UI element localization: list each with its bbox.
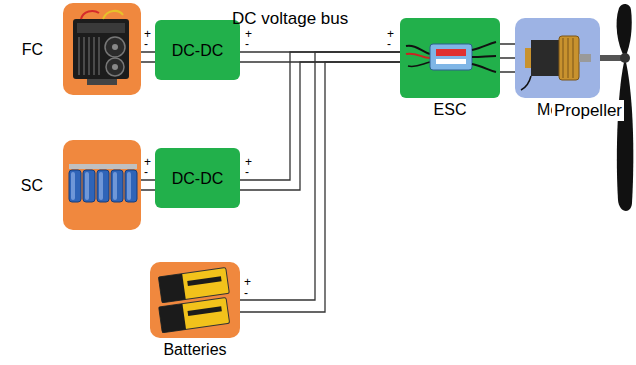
label-holder: Propeller [552, 100, 624, 121]
motor-picture [515, 18, 600, 98]
propeller-blade [617, 4, 632, 58]
converter-box: DC-DC [155, 148, 240, 208]
supercapacitor-picture [63, 140, 141, 230]
node-label: ESC [434, 100, 467, 119]
label-holder: - [244, 288, 248, 299]
motor-shaft [600, 55, 622, 61]
node-label: Batteries [163, 340, 226, 359]
node-label: DC-DC [172, 41, 224, 60]
polarity-sign: - [144, 39, 148, 50]
propeller-blade [617, 58, 633, 211]
label-holder: - [245, 39, 249, 50]
power-wire [141, 52, 155, 62]
node-label: DC-DC [172, 169, 224, 188]
node-label-holder: ESC [434, 100, 467, 119]
label-holder: - [245, 167, 249, 178]
propeller-label: Propeller [552, 100, 624, 121]
fuel-cell-box: FC [63, 3, 141, 95]
node-label: FC [22, 40, 43, 59]
polarity-sign: - [144, 167, 148, 178]
node-label: SC [21, 176, 43, 195]
node-label-holder: FC [22, 40, 43, 59]
node-label-holder: SC [21, 176, 43, 195]
esc-box: ESC [400, 18, 500, 98]
battery-box: Batteries [150, 262, 240, 338]
label-holder: - [144, 39, 148, 50]
converter-box: DC-DC [155, 20, 240, 80]
label-holder: - [144, 167, 148, 178]
polarity-sign: - [245, 39, 249, 50]
polarity-sign: - [245, 167, 249, 178]
battery-picture [150, 262, 240, 338]
power-wire [240, 52, 400, 190]
label-holder: + [244, 277, 251, 288]
bus-label: DC voltage bus [232, 8, 348, 29]
propeller-hub [620, 53, 630, 63]
node-label-holder: Batteries [163, 340, 226, 359]
esc-picture [400, 18, 500, 98]
fuel-cell-picture [63, 3, 141, 95]
power-wire [240, 52, 400, 62]
polarity-sign: - [244, 288, 248, 299]
label-holder: DC voltage bus [232, 8, 348, 29]
polarity-sign: + [244, 277, 251, 288]
power-wire [141, 180, 155, 190]
label-holder: - [387, 39, 391, 50]
power-wire [500, 44, 515, 72]
motor-box: Motor [515, 18, 600, 98]
supercap-box: SC [63, 140, 141, 230]
power-wire [240, 52, 400, 312]
polarity-sign: - [387, 39, 391, 50]
